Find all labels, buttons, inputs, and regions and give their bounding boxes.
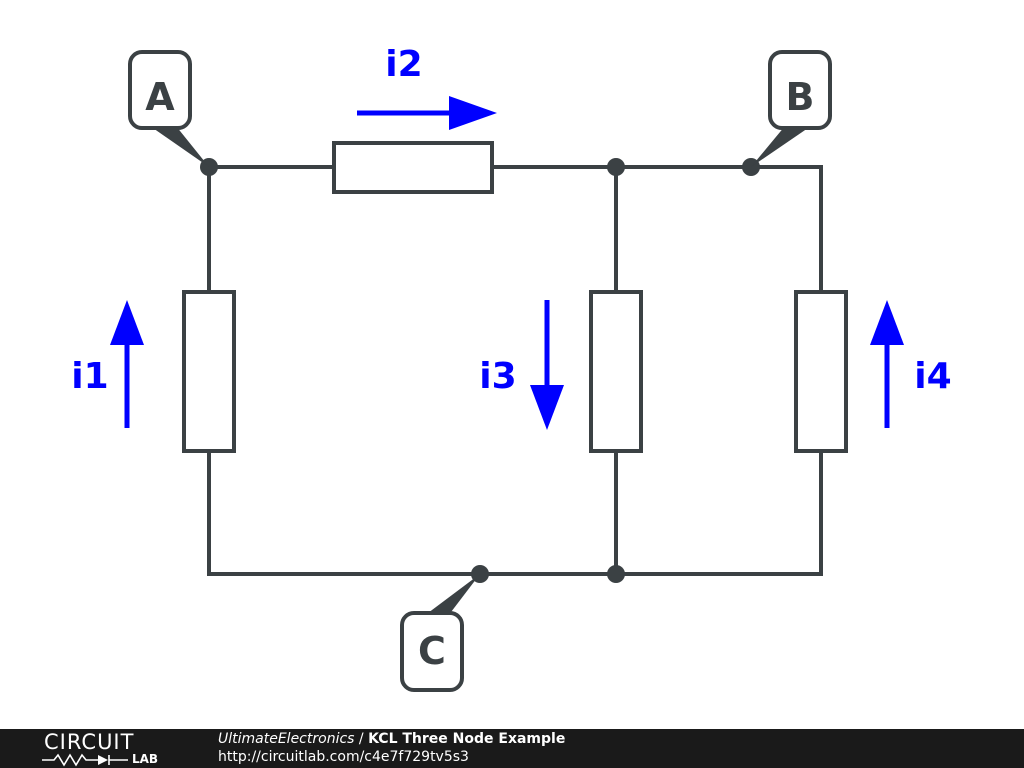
resistors [182,141,848,453]
logo-wordmark-bottom: LAB [132,752,159,766]
node-tag-c: C [400,574,480,692]
current-arrow-i1: i1 [71,300,144,428]
node-label-a: A [145,75,175,119]
node-tag-b-box [768,50,832,130]
current-arrow-i1-head [110,300,144,345]
footer-circuit-title: KCL Three Node Example [368,731,566,747]
junction-top-middle [607,158,625,176]
footer-url-line: http://circuitlab.com/c4e7f729tv5s3 [218,748,565,766]
node-tag-a: A [128,50,209,167]
current-label-i2: i2 [385,44,422,85]
wire-left-lower [207,449,823,576]
current-label-i3: i3 [479,356,516,397]
resistor-top [332,141,494,194]
node-tag-c-pointer [424,574,480,616]
resistor-right [794,290,848,453]
footer-owner[interactable]: UltimateElectronics [218,731,355,747]
current-arrow-i2-head [449,96,497,130]
resistor-diode-logo-icon [42,753,128,767]
circuitlab-logo[interactable]: CIRCUIT LAB [40,731,180,767]
node-tag-a-box [128,50,192,130]
wires [207,165,823,576]
logo-wordmark-top: CIRCUIT [44,730,135,754]
footer-title-line: UltimateElectronics / KCL Three Node Exa… [218,730,565,748]
footer-text: UltimateElectronics / KCL Three Node Exa… [218,730,565,766]
footer-bar: CIRCUIT LAB UltimateElectronics / KCL Th… [0,729,1024,768]
footer-separator: / [354,731,369,747]
footer-url-link[interactable]: http://circuitlab.com/c4e7f729tv5s3 [218,749,469,765]
node-tag-a-pointer [150,126,209,167]
wire-top-right [490,165,823,294]
node-label-c: C [418,629,446,673]
resistor-left [182,290,236,453]
current-label-i1: i1 [71,356,108,397]
current-arrow-i3: i3 [479,300,564,430]
current-arrow-i2: i2 [357,44,497,130]
current-arrow-i4-head [870,300,904,345]
node-tag-b: B [751,50,832,167]
current-label-i4: i4 [914,356,951,397]
current-arrow-i3-head [530,385,564,430]
circuit-schematic: A B C i2 i1 i3 i4 [71,44,952,692]
current-arrow-i4: i4 [870,300,952,428]
resistor-middle [589,290,643,453]
node-label-b: B [786,75,815,119]
node-tag-c-box [400,611,464,692]
node-tag-b-pointer [751,126,811,167]
junction-bottom-middle [607,565,625,583]
